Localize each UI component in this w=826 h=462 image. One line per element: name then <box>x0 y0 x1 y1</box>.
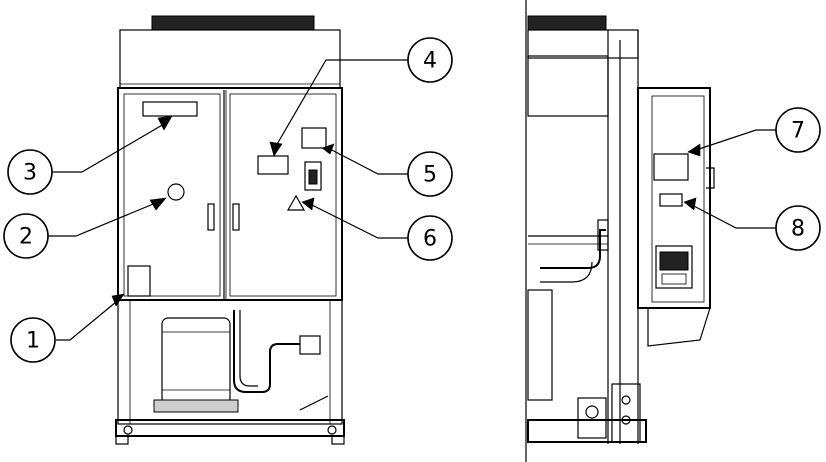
side-handle <box>706 167 715 189</box>
front-top-housing <box>119 29 341 89</box>
side-electrical-box <box>637 87 711 309</box>
arrow-7 <box>687 143 701 157</box>
front-view <box>115 15 345 445</box>
door-handle-left <box>207 203 215 231</box>
side-fan-grille <box>527 15 607 31</box>
callout-6: 6 <box>407 215 453 261</box>
valve-block <box>299 335 321 355</box>
leader-6 <box>309 203 408 239</box>
mounting-bracket <box>611 383 641 443</box>
arrow-8 <box>683 197 697 211</box>
label-plate-7 <box>653 153 689 181</box>
callout-5-label: 5 <box>423 163 437 188</box>
arrow-2 <box>149 197 167 211</box>
leader-3 <box>52 123 165 173</box>
label-plate-4 <box>257 155 289 175</box>
callout-5: 5 <box>407 151 453 197</box>
leader-8 <box>689 203 776 229</box>
leader-5 <box>327 147 408 175</box>
compressor <box>161 317 231 405</box>
leader-2 <box>48 201 159 237</box>
leaders <box>48 59 776 341</box>
callout-7-label: 7 <box>791 119 805 144</box>
callout-6-label: 6 <box>423 227 437 252</box>
callout-2-label: 2 <box>19 225 33 250</box>
label-plate-5 <box>301 127 327 149</box>
side-top-housing <box>527 29 639 59</box>
arrow-6 <box>301 197 315 211</box>
warning-triangle-icon <box>286 194 306 211</box>
display-panel <box>655 245 693 289</box>
callout-3-label: 3 <box>23 161 37 186</box>
callout-1-label: 1 <box>26 329 40 354</box>
callout-7: 7 <box>775 107 821 153</box>
indicator-light-2 <box>167 183 185 201</box>
label-plate-8 <box>659 193 683 207</box>
front-fan-grille <box>151 15 315 31</box>
callout-4-label: 4 <box>423 49 437 74</box>
side-body <box>527 55 609 117</box>
front-base <box>115 419 345 437</box>
door-handle-right <box>232 203 240 231</box>
side-view <box>525 0 715 462</box>
front-lower-frame <box>117 299 343 425</box>
callout-2: 2 <box>3 213 49 259</box>
arrow-4 <box>269 141 283 157</box>
callout-4: 4 <box>407 37 453 83</box>
callout-3: 3 <box>7 149 53 195</box>
arrow-1 <box>111 293 125 307</box>
side-pipe <box>540 229 606 269</box>
side-compressor <box>527 289 553 401</box>
plate-1 <box>127 265 151 297</box>
leader-1 <box>56 301 117 341</box>
callout-8: 8 <box>775 205 821 251</box>
callout-8-label: 8 <box>791 217 805 242</box>
main-switch-icon <box>304 161 322 191</box>
leader-4 <box>275 59 408 147</box>
arrow-5 <box>321 143 335 155</box>
arrow-3 <box>157 115 173 131</box>
leader-7 <box>695 129 776 151</box>
callout-1: 1 <box>10 317 56 363</box>
front-pipe <box>233 310 300 393</box>
label-plate-3 <box>142 101 198 117</box>
side-base <box>527 419 647 443</box>
